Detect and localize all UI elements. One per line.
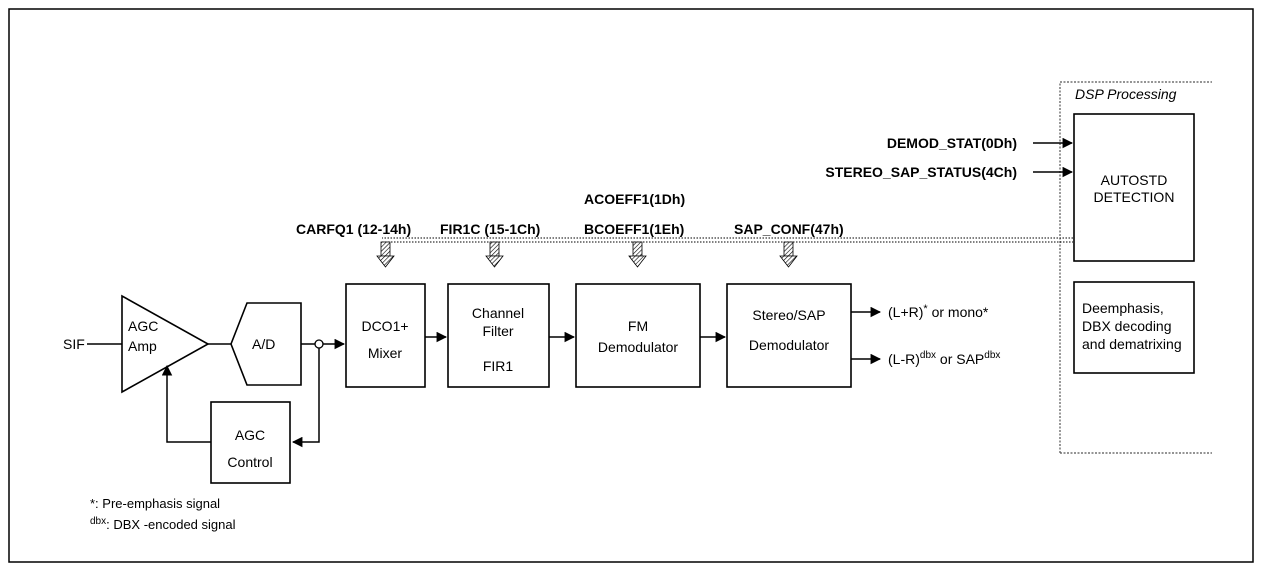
bus-drop-carfq1 bbox=[376, 241, 395, 268]
dco-label-line1: DCO1+ bbox=[361, 318, 408, 334]
ad-label: A/D bbox=[252, 336, 275, 352]
autostd-label-line2: DETECTION bbox=[1094, 189, 1175, 205]
tap-to-agc-control-line bbox=[291, 348, 320, 448]
agc-control-label-line2: Control bbox=[227, 454, 272, 470]
bus-drop-sap-conf bbox=[779, 241, 798, 268]
agc-amp-label-line2: Amp bbox=[128, 338, 157, 354]
deemphasis-block bbox=[1073, 281, 1195, 374]
chfilter-label-line2: Filter bbox=[482, 323, 513, 339]
signal-tap-node bbox=[314, 339, 324, 349]
deemphasis-label-line2: DBX decoding bbox=[1082, 318, 1172, 334]
sif-label: SIF bbox=[63, 336, 85, 352]
stereo-sap-demodulator-block bbox=[726, 283, 852, 388]
agc-feedback-line bbox=[161, 364, 211, 443]
acoeff1-register: ACOEFF1(1Dh) bbox=[584, 191, 685, 207]
control-bus bbox=[382, 237, 1073, 243]
demod-stat-register: DEMOD_STAT(0Dh) bbox=[887, 135, 1017, 151]
dsp-region-border bbox=[1059, 81, 1212, 454]
fm-label-line1: FM bbox=[628, 318, 648, 334]
carfq1-register: CARFQ1 (12-14h) bbox=[296, 221, 411, 237]
bcoeff1-register: BCOEFF1(1Eh) bbox=[584, 221, 684, 237]
outer-frame bbox=[8, 8, 1254, 563]
channel-filter-block bbox=[447, 283, 550, 388]
dco-label-line2: Mixer bbox=[368, 345, 403, 361]
diff-output-label: (L-R)dbx or SAPdbx bbox=[888, 350, 1000, 367]
bus-drop-coeff bbox=[628, 241, 647, 268]
footnote-preemphasis: *: Pre-emphasis signal bbox=[90, 496, 220, 511]
fm-label-line2: Demodulator bbox=[598, 339, 678, 355]
fir1c-register: FIR1C (15-1Ch) bbox=[440, 221, 540, 237]
bus-drop-fir1c bbox=[485, 241, 504, 268]
deemphasis-label-line3: and dematrixing bbox=[1082, 336, 1182, 352]
sap-conf-register: SAP_CONF(47h) bbox=[734, 221, 844, 237]
deemphasis-label-line1: Deemphasis, bbox=[1082, 300, 1164, 316]
autostd-detection-block bbox=[1073, 113, 1195, 262]
sum-output-label: (L+R)* or mono* bbox=[888, 303, 989, 320]
stereo-label-line1: Stereo/SAP bbox=[752, 307, 825, 323]
dsp-processing-label: DSP Processing bbox=[1075, 86, 1177, 102]
stereo-sap-status-register: STEREO_SAP_STATUS(4Ch) bbox=[825, 164, 1017, 180]
agc-control-label-line1: AGC bbox=[235, 427, 265, 443]
chfilter-label-line1: Channel bbox=[472, 305, 524, 321]
chfilter-label-line3: FIR1 bbox=[483, 358, 514, 374]
agc-amp-label-line1: AGC bbox=[128, 318, 158, 334]
autostd-label-line1: AUTOSTD bbox=[1101, 172, 1168, 188]
footnote-dbx: dbx: DBX -encoded signal bbox=[90, 516, 236, 532]
dco-mixer-block bbox=[345, 283, 426, 388]
fm-demodulator-block bbox=[575, 283, 701, 388]
agc-control-block bbox=[210, 401, 291, 484]
stereo-label-line2: Demodulator bbox=[749, 337, 829, 353]
